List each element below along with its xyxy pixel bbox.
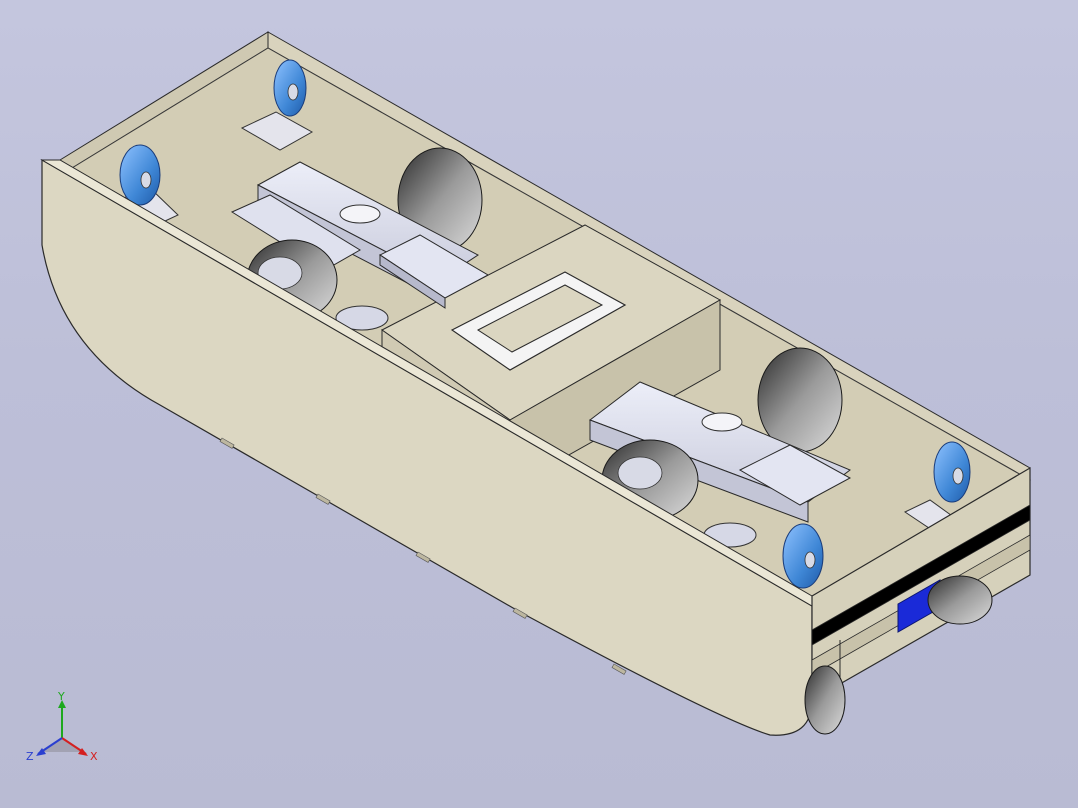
caster-wheel-front-right [782,523,824,589]
front-wall [40,158,813,736]
y-axis-label: Y [57,690,65,703]
caster-wheel-back-right [903,441,971,531]
x-axis-label: X [90,750,98,763]
drive-wheel [927,575,993,625]
drive-wheel [804,665,846,735]
handle-cutout [450,271,627,371]
caster-wheel-back-left [240,59,314,151]
end-cap [804,466,1031,735]
caster-wheel-front-left [117,144,179,229]
axis-triad-icon: Y X Z [26,690,98,763]
z-axis-label: Z [26,750,34,763]
back-wall [59,31,1031,481]
drive-module-right [588,347,852,548]
wall-slots [219,437,627,675]
